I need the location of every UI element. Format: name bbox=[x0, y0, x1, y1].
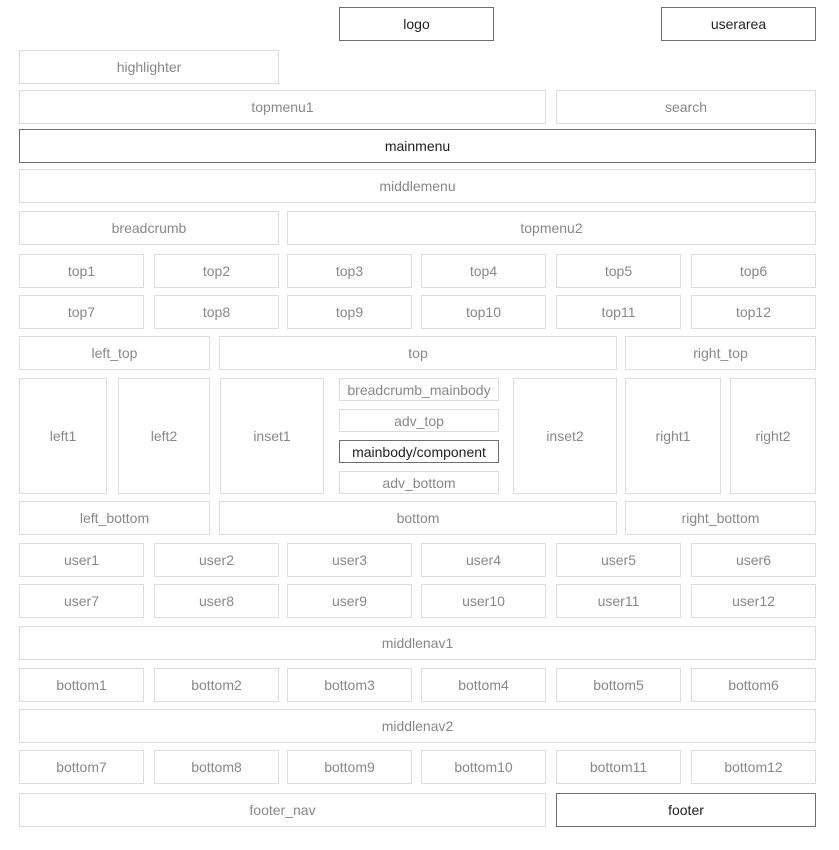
inset1-position: inset1 bbox=[220, 378, 324, 494]
search-position: search bbox=[556, 90, 816, 124]
user2-position: user2 bbox=[154, 543, 279, 577]
top12-position: top12 bbox=[691, 295, 816, 329]
user4-position: user4 bbox=[421, 543, 546, 577]
right-bottom-position: right_bottom bbox=[625, 501, 816, 535]
highlighter-position: highlighter bbox=[19, 50, 279, 84]
bottom7-position: bottom7 bbox=[19, 750, 144, 784]
mainbody-component-position: mainbody/component bbox=[339, 440, 499, 463]
left-top-position: left_top bbox=[19, 336, 210, 370]
bottom5-position: bottom5 bbox=[556, 668, 681, 702]
right2-position: right2 bbox=[730, 378, 816, 494]
bottom11-position: bottom11 bbox=[556, 750, 681, 784]
right-top-position: right_top bbox=[625, 336, 816, 370]
top7-position: top7 bbox=[19, 295, 144, 329]
topmenu2-position: topmenu2 bbox=[287, 211, 816, 245]
bottom12-position: bottom12 bbox=[691, 750, 816, 784]
logo-position: logo bbox=[339, 7, 494, 41]
left1-position: left1 bbox=[19, 378, 107, 494]
bottom4-position: bottom4 bbox=[421, 668, 546, 702]
top-position: top bbox=[219, 336, 617, 370]
bottom9-position: bottom9 bbox=[287, 750, 412, 784]
topmenu1-position: topmenu1 bbox=[19, 90, 546, 124]
user11-position: user11 bbox=[556, 584, 681, 618]
user10-position: user10 bbox=[421, 584, 546, 618]
user3-position: user3 bbox=[287, 543, 412, 577]
breadcrumb-mainbody-position: breadcrumb_mainbody bbox=[339, 378, 499, 401]
footer-nav-position: footer_nav bbox=[19, 793, 546, 827]
bottom2-position: bottom2 bbox=[154, 668, 279, 702]
top6-position: top6 bbox=[691, 254, 816, 288]
user8-position: user8 bbox=[154, 584, 279, 618]
middlemenu-position: middlemenu bbox=[19, 169, 816, 203]
bottom1-position: bottom1 bbox=[19, 668, 144, 702]
bottom-position: bottom bbox=[219, 501, 617, 535]
top3-position: top3 bbox=[287, 254, 412, 288]
top10-position: top10 bbox=[421, 295, 546, 329]
top11-position: top11 bbox=[556, 295, 681, 329]
footer-position: footer bbox=[556, 793, 816, 827]
user6-position: user6 bbox=[691, 543, 816, 577]
top4-position: top4 bbox=[421, 254, 546, 288]
user7-position: user7 bbox=[19, 584, 144, 618]
left-bottom-position: left_bottom bbox=[19, 501, 210, 535]
userarea-position: userarea bbox=[661, 7, 816, 41]
bottom8-position: bottom8 bbox=[154, 750, 279, 784]
bottom3-position: bottom3 bbox=[287, 668, 412, 702]
top5-position: top5 bbox=[556, 254, 681, 288]
breadcrumb-position: breadcrumb bbox=[19, 211, 279, 245]
mainmenu-position: mainmenu bbox=[19, 129, 816, 163]
middlenav1-position: middlenav1 bbox=[19, 626, 816, 660]
top9-position: top9 bbox=[287, 295, 412, 329]
middlenav2-position: middlenav2 bbox=[19, 709, 816, 743]
top2-position: top2 bbox=[154, 254, 279, 288]
adv-bottom-position: adv_bottom bbox=[339, 471, 499, 494]
top1-position: top1 bbox=[19, 254, 144, 288]
top8-position: top8 bbox=[154, 295, 279, 329]
user5-position: user5 bbox=[556, 543, 681, 577]
user1-position: user1 bbox=[19, 543, 144, 577]
inset2-position: inset2 bbox=[513, 378, 617, 494]
adv-top-position: adv_top bbox=[339, 409, 499, 432]
bottom6-position: bottom6 bbox=[691, 668, 816, 702]
bottom10-position: bottom10 bbox=[421, 750, 546, 784]
user9-position: user9 bbox=[287, 584, 412, 618]
user12-position: user12 bbox=[691, 584, 816, 618]
left2-position: left2 bbox=[118, 378, 210, 494]
right1-position: right1 bbox=[625, 378, 721, 494]
